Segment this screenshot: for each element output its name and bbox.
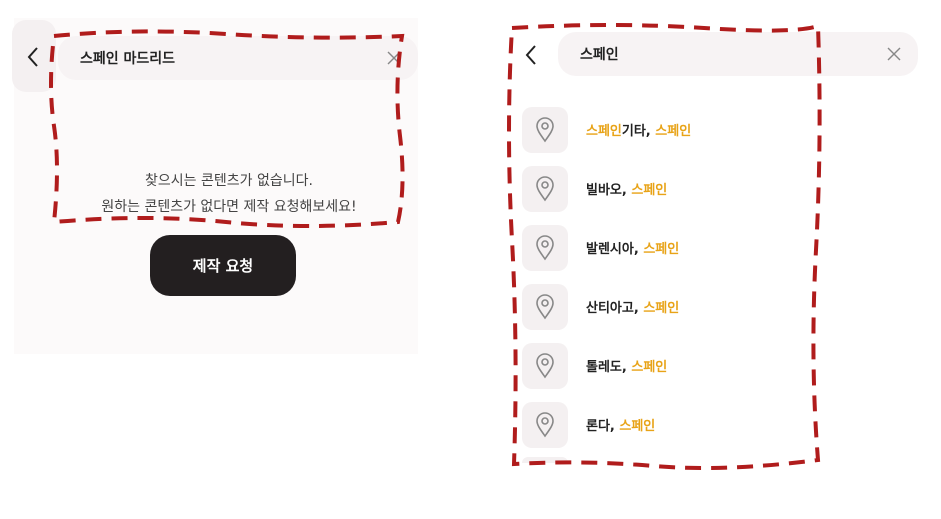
location-pin-icon xyxy=(536,116,554,142)
result-item[interactable]: 론다, 스페인 xyxy=(522,395,912,454)
location-pin-icon xyxy=(536,352,554,378)
search-input[interactable] xyxy=(78,49,384,67)
search-bar xyxy=(558,32,918,76)
result-label: 스페인기타, 스페인 xyxy=(586,124,692,139)
back-button[interactable] xyxy=(516,40,546,70)
right-screen: 스페인기타, 스페인 빌바오, 스페인 발렌시아, 스페인 xyxy=(470,0,941,519)
result-label: 산티아고, 스페인 xyxy=(586,301,680,316)
location-tile xyxy=(522,401,568,448)
location-pin-icon xyxy=(536,175,554,201)
clear-search-button[interactable] xyxy=(884,44,904,64)
result-item[interactable]: 산티아고, 스페인 xyxy=(522,277,912,336)
location-tile xyxy=(522,342,568,389)
location-tile xyxy=(522,165,568,212)
result-label: 론다, 스페인 xyxy=(586,419,656,434)
result-item[interactable]: 톨레도, 스페인 xyxy=(522,336,912,395)
back-arrow-icon xyxy=(27,47,38,67)
location-tile xyxy=(522,106,568,153)
result-label: 발렌시아, 스페인 xyxy=(586,242,680,257)
back-button-background xyxy=(12,20,56,92)
location-tile xyxy=(522,224,568,271)
empty-message-line-1: 찾으시는 콘텐츠가 없습니다. xyxy=(145,173,313,189)
result-item[interactable]: 발렌시아, 스페인 xyxy=(522,218,912,277)
back-button[interactable] xyxy=(18,42,48,72)
clear-search-button[interactable] xyxy=(384,48,404,68)
location-pin-icon xyxy=(536,293,554,319)
close-icon xyxy=(887,47,901,61)
left-screen: 찾으시는 콘텐츠가 없습니다. 원하는 콘텐츠가 없다면 제작 요청해보세요! … xyxy=(0,0,470,519)
empty-message-line-2: 원하는 콘텐츠가 없다면 제작 요청해보세요! xyxy=(101,199,357,215)
search-results-list: 스페인기타, 스페인 빌바오, 스페인 발렌시아, 스페인 xyxy=(522,100,912,454)
content-request-button[interactable]: 제작 요청 xyxy=(150,235,296,296)
search-bar xyxy=(58,36,418,80)
result-label: 빌바오, 스페인 xyxy=(586,183,668,198)
location-pin-icon xyxy=(536,411,554,437)
location-pin-icon xyxy=(536,234,554,260)
location-tile-partial xyxy=(522,457,568,463)
location-tile xyxy=(522,283,568,330)
back-arrow-icon xyxy=(525,45,536,65)
close-icon xyxy=(387,51,401,65)
result-item[interactable]: 스페인기타, 스페인 xyxy=(522,100,912,159)
search-input[interactable] xyxy=(578,45,884,63)
result-label: 톨레도, 스페인 xyxy=(586,360,668,375)
result-item[interactable]: 빌바오, 스페인 xyxy=(522,159,912,218)
